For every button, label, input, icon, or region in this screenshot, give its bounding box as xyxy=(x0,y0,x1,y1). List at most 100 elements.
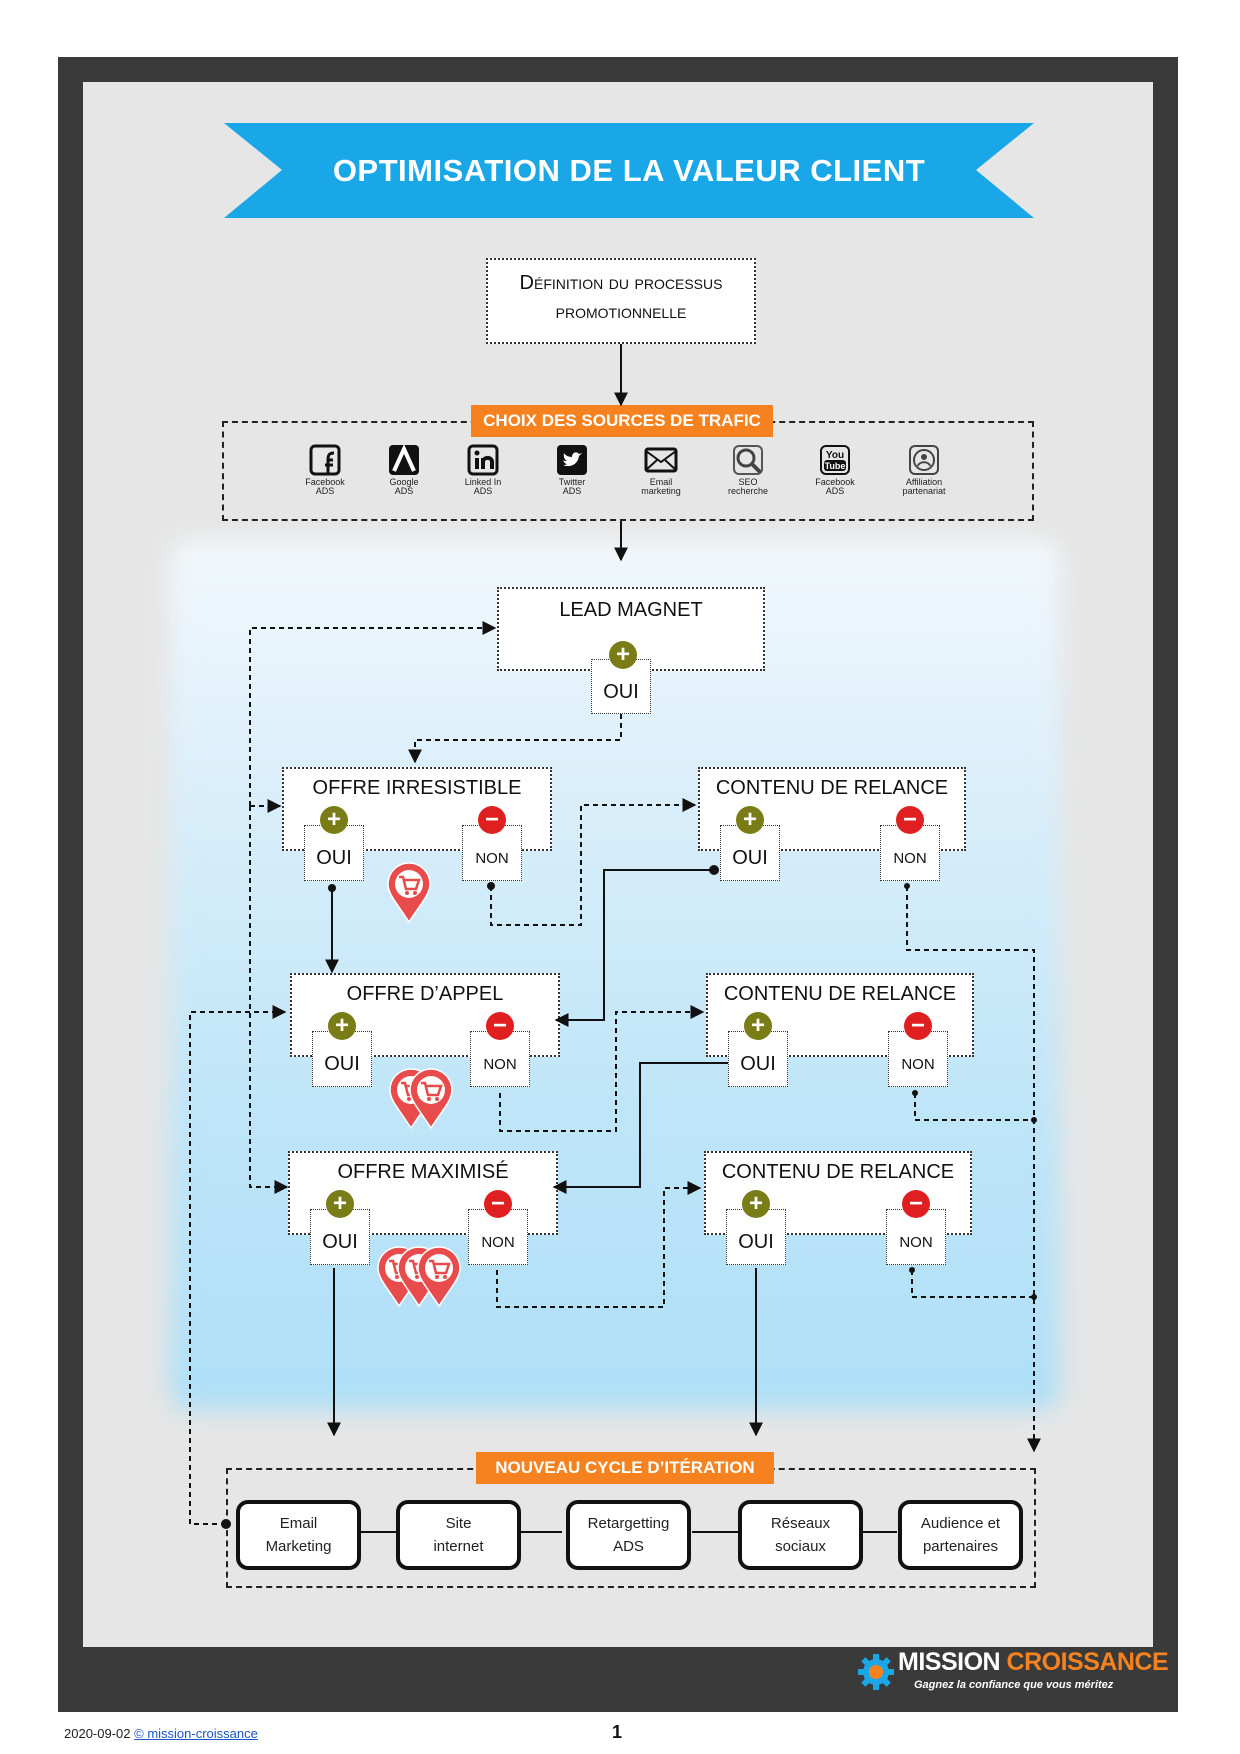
minus-icon: − xyxy=(896,806,924,834)
offer-title: OFFRE D’APPEL xyxy=(346,983,504,1005)
connector-dot xyxy=(487,882,495,890)
relance-yes-label: OUI xyxy=(732,847,768,869)
traffic-source-label: Facebook ADS xyxy=(305,477,345,496)
twitter-icon xyxy=(555,443,589,477)
connector-dot xyxy=(904,883,910,889)
relance-no[interactable]: NON xyxy=(880,825,940,881)
offer-yes-label: OUI xyxy=(324,1053,360,1075)
offer-no[interactable]: NON xyxy=(462,825,522,881)
email-icon xyxy=(644,443,678,477)
traffic-source-item[interactable]: Twitter ADS xyxy=(537,443,607,496)
footer-date-line: 2020-09-02 © mission-croissance xyxy=(64,1726,258,1741)
footer-link[interactable]: © mission-croissance xyxy=(134,1726,258,1741)
traffic-source-label: Linked In ADS xyxy=(464,477,502,496)
relance-yes[interactable]: OUI xyxy=(728,1031,788,1087)
traffic-source-item[interactable]: Affiliation partenariat xyxy=(889,443,959,496)
relance-title: CONTENU DE RELANCE xyxy=(721,1161,955,1183)
affiliation-icon xyxy=(907,443,941,477)
traffic-source-item[interactable]: SEO recherche xyxy=(713,443,783,496)
offer-title: OFFRE IRRESISTIBLE xyxy=(312,777,522,799)
relance-no-label: NON xyxy=(899,1234,933,1251)
cycle-item[interactable]: Réseaux sociaux xyxy=(738,1500,863,1570)
dash-left-feedback xyxy=(189,1005,287,1525)
relance-no[interactable]: NON xyxy=(888,1031,948,1087)
page-title: OPTIMISATION DE LA VALEUR CLIENT xyxy=(332,153,926,188)
cycle-item[interactable]: Retargetting ADS xyxy=(566,1500,691,1570)
offer-no-label: NON xyxy=(475,850,509,867)
traffic-source-label: Facebook ADS xyxy=(815,477,855,496)
brand-logo: MISSION CROISSANCE xyxy=(898,1648,1169,1677)
cycle-item[interactable]: Audience et partenaires xyxy=(898,1500,1023,1570)
minus-icon: − xyxy=(484,1190,512,1218)
traffic-source-item[interactable]: Google ADS xyxy=(369,443,439,496)
traffic-source-label: Email marketing xyxy=(641,477,681,496)
dash-loop-to-maximise xyxy=(249,806,289,1194)
svg-text:Tube: Tube xyxy=(825,461,846,471)
facebook-icon xyxy=(308,443,342,477)
minus-icon: − xyxy=(486,1012,514,1040)
traffic-source-label: Google ADS xyxy=(389,477,419,496)
connector-dot xyxy=(1031,1294,1037,1300)
cart-pin-icon xyxy=(416,1246,462,1308)
offer-yes-label: OUI xyxy=(322,1231,358,1253)
cart-pin-icon xyxy=(408,1068,454,1130)
offer-no-label: NON xyxy=(481,1234,515,1251)
offer-yes-label: OUI xyxy=(316,847,352,869)
traffic-sources-label: CHOIX DES SOURCES DE TRAFIC xyxy=(471,405,773,437)
definition-box: Définition du processus promotionnelle xyxy=(486,258,756,344)
arrow-relance2-oui-to-maximise xyxy=(552,1062,728,1194)
traffic-source-item[interactable]: Facebook ADS xyxy=(290,443,360,496)
plus-icon: + xyxy=(320,806,348,834)
dash-irres-non-to-relance1 xyxy=(490,798,697,926)
offer-yes[interactable]: OUI xyxy=(310,1209,370,1265)
cycle-item[interactable]: Email Marketing xyxy=(236,1500,361,1570)
google-ads-icon xyxy=(387,443,421,477)
relance-yes[interactable]: OUI xyxy=(720,825,780,881)
iteration-cycle-label: NOUVEAU CYCLE D’ITÉRATION xyxy=(476,1452,774,1484)
dash-relance1-non-right xyxy=(906,886,1041,1453)
minus-icon: − xyxy=(902,1190,930,1218)
traffic-source-item[interactable]: Linked In ADS xyxy=(448,443,518,496)
traffic-source-item[interactable]: Email marketing xyxy=(626,443,696,496)
offer-no[interactable]: NON xyxy=(470,1031,530,1087)
offer-yes[interactable]: OUI xyxy=(312,1031,372,1087)
relance-no-label: NON xyxy=(901,1056,935,1073)
plus-icon: + xyxy=(326,1190,354,1218)
offer-yes[interactable]: OUI xyxy=(304,825,364,881)
title-banner xyxy=(224,123,1034,218)
connector-dot xyxy=(909,1267,915,1273)
dash-loop-to-lead xyxy=(249,621,497,806)
lead-magnet-title: LEAD MAGNET xyxy=(559,599,703,621)
minus-icon: − xyxy=(904,1012,932,1040)
traffic-source-label: Affiliation partenariat xyxy=(902,477,946,496)
traffic-source-label: SEO recherche xyxy=(727,477,769,496)
cart-pin-icon xyxy=(386,862,432,924)
cycle-item[interactable]: Site internet xyxy=(396,1500,521,1570)
seo-icon xyxy=(731,443,765,477)
dash-relance2-non-right xyxy=(914,1093,1034,1121)
arrow-relance1-oui-to-appel xyxy=(554,869,714,1027)
gear-icon xyxy=(858,1654,894,1690)
dash-maximise-non-to-relance3 xyxy=(496,1181,702,1308)
dash-appel-non-to-relance2 xyxy=(499,1005,705,1132)
svg-text:You: You xyxy=(826,450,844,461)
relance-title: CONTENU DE RELANCE xyxy=(723,983,957,1005)
relance-yes[interactable]: OUI xyxy=(726,1209,786,1265)
relance-no[interactable]: NON xyxy=(886,1209,946,1265)
brand-mission: MISSION xyxy=(898,1648,1001,1676)
plus-icon: + xyxy=(328,1012,356,1040)
connector-dot xyxy=(912,1090,918,1096)
plus-icon: + xyxy=(736,806,764,834)
relance-yes-label: OUI xyxy=(738,1231,774,1253)
offer-no[interactable]: NON xyxy=(468,1209,528,1265)
connector-dot xyxy=(221,1519,231,1529)
relance-yes-label: OUI xyxy=(740,1053,776,1075)
offer-title: OFFRE MAXIMISÉ xyxy=(337,1161,509,1183)
minus-icon: − xyxy=(478,806,506,834)
dash-relance3-non-right xyxy=(911,1270,1034,1298)
connector-dot xyxy=(1031,1117,1037,1123)
brand-croissance: CROISSANCE xyxy=(1006,1648,1169,1676)
